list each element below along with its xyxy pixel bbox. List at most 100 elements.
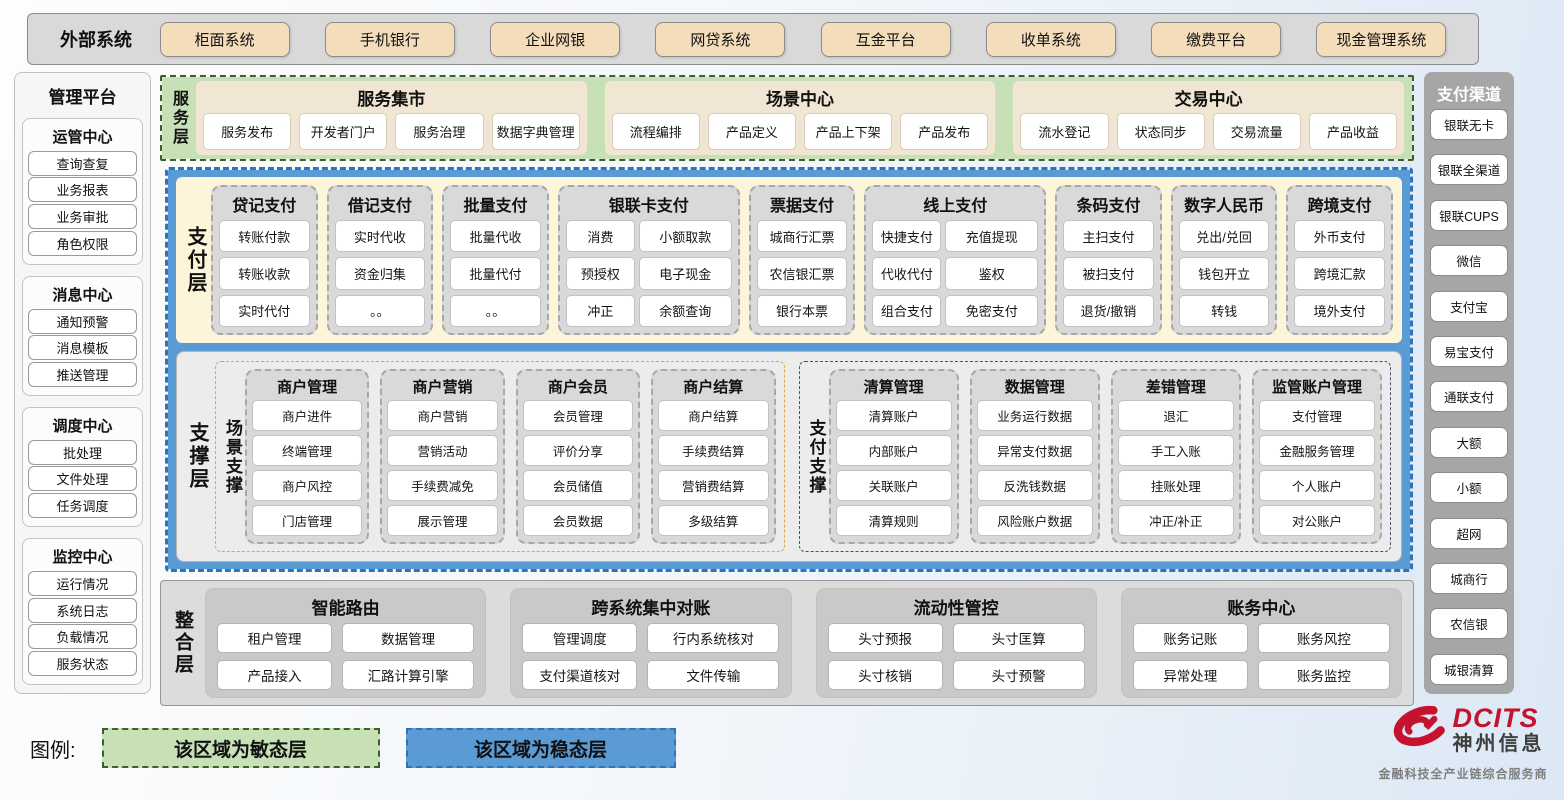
payment-item-box: 电子现金 <box>640 258 731 288</box>
support-item-box: 商户营销 <box>388 401 496 430</box>
support-item-box: 商户风控 <box>253 471 361 500</box>
support-column: 商户会员会员管理评价分享会员储值会员数据 <box>516 369 640 544</box>
integration-group-items: 管理调度行内系统核对支付渠道核对文件传输 <box>523 624 778 689</box>
logo-company: 神州信息 <box>1453 732 1545 756</box>
support-column-items: 商户结算手续费结算营销费结算多级结算 <box>659 401 767 535</box>
support-item-box: 对公账户 <box>1260 506 1374 535</box>
integration-layer: 整合层 智能路由租户管理数据管理产品接入汇路计算引擎跨系统集中对账管理调度行内系… <box>160 580 1414 706</box>
payment-column-items: 转账付款转账收款实时代付 <box>220 221 309 326</box>
payment-column-items: 外币支付跨境汇款境外支付 <box>1295 221 1384 326</box>
payment-item-box: 外币支付 <box>1295 221 1384 251</box>
payment-item-box: 快捷支付 <box>873 221 940 251</box>
payment-column: 条码支付主扫支付被扫支付退货/撤销 <box>1055 185 1162 335</box>
payment-column-items: 实时代收资金归集。。 <box>336 221 425 326</box>
support-column-items: 退汇手工入账挂账处理冲正/补正 <box>1119 401 1233 535</box>
support-item-box: 冲正/补正 <box>1119 506 1233 535</box>
support-layer-label: 支撑层 <box>187 361 207 552</box>
support-column-items: 清算账户内部账户关联账户清算规则 <box>837 401 951 535</box>
integration-group-items: 头寸预报头寸匡算头寸核销头寸预警 <box>829 624 1084 689</box>
payment-item-box: 组合支付 <box>873 296 940 326</box>
service-item-box: 开发者门户 <box>300 114 386 149</box>
payment-channel-box: 通联支付 <box>1430 381 1508 412</box>
payment-column-items: 快捷支付充值提现代收代付鉴权组合支付免密支付 <box>873 221 1037 326</box>
support-column: 商户营销商户营销营销活动手续费减免展示管理 <box>380 369 504 544</box>
external-system-box: 手机银行 <box>325 22 455 57</box>
integration-item-box: 数据管理 <box>343 624 473 652</box>
integration-group-title: 跨系统集中对账 <box>523 594 778 619</box>
payment-item-box: 资金归集 <box>336 258 425 288</box>
support-column-title: 商户结算 <box>659 376 767 397</box>
payment-layer-label: 支付层 <box>185 185 205 335</box>
external-system-box: 企业网银 <box>490 22 620 57</box>
management-platform-panel: 管理平台 运管中心查询查复业务报表业务审批角色权限消息中心通知预警消息模板推送管… <box>14 72 151 694</box>
service-item-box: 产品收益 <box>1310 114 1396 149</box>
support-item-box: 支付管理 <box>1260 401 1374 430</box>
payment-column-items: 兑出/兑回钱包开立转钱 <box>1180 221 1269 326</box>
payment-item-box: 代收代付 <box>873 258 940 288</box>
payment-column-title: 线上支付 <box>873 192 1037 216</box>
payment-column-title: 借记支付 <box>336 192 425 216</box>
external-systems-bar: 外部系统 柜面系统手机银行企业网银网贷系统互金平台收单系统缴费平台现金管理系统 <box>27 13 1479 65</box>
service-item-box: 产品定义 <box>709 114 795 149</box>
service-group-title: 服务集市 <box>204 85 579 110</box>
integration-group-items: 账务记账账务风控异常处理账务监控 <box>1134 624 1389 689</box>
payment-channel-box: 大额 <box>1430 427 1508 458</box>
support-column: 数据管理业务运行数据异常支付数据反洗钱数据风险账户数据 <box>970 369 1100 544</box>
service-group-items: 流程编排产品定义产品上下架产品发布 <box>613 114 988 149</box>
payment-item-box: 境外支付 <box>1295 296 1384 326</box>
external-systems-label: 外部系统 <box>60 26 132 52</box>
support-column-title: 商户营销 <box>388 376 496 397</box>
support-section-label: 支付支撑 <box>808 369 825 544</box>
payment-channel-box: 超网 <box>1430 518 1508 549</box>
management-item-box: 负载情况 <box>28 624 137 649</box>
management-item-box: 任务调度 <box>28 493 137 518</box>
payment-item-box: 钱包开立 <box>1180 258 1269 288</box>
support-item-box: 清算规则 <box>837 506 951 535</box>
payment-column: 借记支付实时代收资金归集。。 <box>327 185 434 335</box>
payment-column: 票据支付城商行汇票农信银汇票银行本票 <box>749 185 856 335</box>
support-item-box: 评价分享 <box>524 436 632 465</box>
payment-column: 跨境支付外币支付跨境汇款境外支付 <box>1286 185 1393 335</box>
support-item-box: 反洗钱数据 <box>978 471 1092 500</box>
support-item-box: 异常支付数据 <box>978 436 1092 465</box>
support-column-title: 商户会员 <box>524 376 632 397</box>
payment-column-title: 批量支付 <box>451 192 540 216</box>
service-item-box: 服务发布 <box>204 114 290 149</box>
support-column-items: 会员管理评价分享会员储值会员数据 <box>524 401 632 535</box>
company-logo: DCITS 神州信息 金融科技全产业链综合服务商 <box>1370 700 1556 782</box>
management-item-box: 运行情况 <box>28 571 137 596</box>
payment-item-box: 批量代付 <box>451 258 540 288</box>
service-group-title: 场景中心 <box>613 85 988 110</box>
support-layer: 支撑层 场景支撑商户管理商户进件终端管理商户风控门店管理商户营销商户营销营销活动… <box>176 351 1402 562</box>
service-item-box: 服务治理 <box>396 114 482 149</box>
integration-group: 账务中心账务记账账务风控异常处理账务监控 <box>1122 589 1401 697</box>
legend-agile-box: 该区域为敏态层 <box>102 728 380 768</box>
logo-row: DCITS 神州信息 <box>1370 700 1556 761</box>
payment-layer-columns: 贷记支付转账付款转账收款实时代付借记支付实时代收资金归集。。批量支付批量代收批量… <box>211 185 1393 335</box>
integration-group: 智能路由租户管理数据管理产品接入汇路计算引擎 <box>206 589 485 697</box>
service-group-title: 交易中心 <box>1021 85 1396 110</box>
payment-item-box: 城商行汇票 <box>758 221 847 251</box>
payment-item-box: 余额查询 <box>640 296 731 326</box>
payment-item-box: 预授权 <box>567 258 634 288</box>
payment-item-box: 转钱 <box>1180 296 1269 326</box>
payment-item-box: 批量代收 <box>451 221 540 251</box>
integration-group-items: 租户管理数据管理产品接入汇路计算引擎 <box>218 624 473 689</box>
service-layer-label: 服务层 <box>170 81 186 155</box>
support-item-box: 内部账户 <box>837 436 951 465</box>
support-item-box: 挂账处理 <box>1119 471 1233 500</box>
management-item-box: 业务报表 <box>28 177 137 202</box>
management-item-box: 系统日志 <box>28 598 137 623</box>
payment-channels-items: 银联无卡银联全渠道银联CUPS微信支付宝易宝支付通联支付大额小额超网城商行农信银… <box>1430 109 1508 685</box>
payment-column-title: 银联卡支付 <box>567 192 731 216</box>
payment-channel-box: 微信 <box>1430 245 1508 276</box>
payment-item-box: 银行本票 <box>758 296 847 326</box>
support-item-box: 会员储值 <box>524 471 632 500</box>
support-item-box: 关联账户 <box>837 471 951 500</box>
integration-item-box: 行内系统核对 <box>648 624 778 652</box>
payment-column-title: 票据支付 <box>758 192 847 216</box>
payment-layer: 支付层 贷记支付转账付款转账收款实时代付借记支付实时代收资金归集。。批量支付批量… <box>176 177 1402 343</box>
payment-column-items: 城商行汇票农信银汇票银行本票 <box>758 221 847 326</box>
integration-item-box: 文件传输 <box>648 661 778 689</box>
payment-channel-box: 银联CUPS <box>1430 200 1508 231</box>
